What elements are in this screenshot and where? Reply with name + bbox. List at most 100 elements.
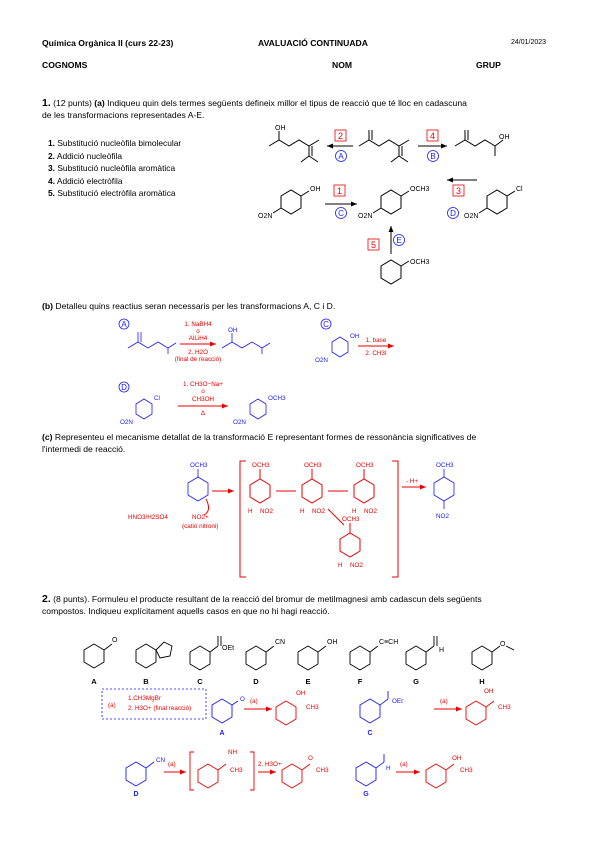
ch3-label: CH3 [230,767,243,774]
step-label: (a) [168,761,176,768]
nitronium-label: NO2+ [192,514,209,521]
compound-label: A [91,677,97,686]
alkyne-label: C≡CH [379,639,398,646]
reaction-label-B: B [430,152,435,161]
h-label: H [338,562,343,569]
q1-part-b: (b) Detalleu quins reactius seran necess… [42,301,336,311]
mechanism-scheme: OCH3 OCH3 NO2 HNO3/H2SO4 NO2+ (catió nit… [128,460,455,578]
reagent-text: AlLiH4 [189,335,208,342]
no2-label: O2N [258,213,272,220]
och3-label: OCH3 [410,259,430,266]
reagent-text: CH3OH [192,396,214,403]
ch3-label: CH3 [316,767,329,774]
answer-box-E: 5 [371,240,376,250]
answer-label-G: G [363,791,369,798]
oh-label: OH [228,327,238,334]
no2-label: NO2 [436,513,449,520]
surname-label: COGNOMS [42,60,88,70]
compound-label: H [479,677,484,686]
reaction-label-C: C [338,209,344,218]
minus-h-label: - H+ [406,478,418,485]
list-item: 5. Substitució electròfila aromàtica [48,188,176,198]
oh-label: OH [452,755,462,762]
q2-intro: 2. (8 punts). Formuleu el producte resul… [42,593,482,616]
oh-label: OH [350,333,360,340]
och3-label: OCH3 [342,516,360,523]
answer-box-B: 4 [430,131,435,141]
no2-label: O2N [464,213,478,220]
no2-label: O2N [315,357,328,364]
compound-label: B [143,677,149,686]
cl-label: Cl [516,186,523,193]
answer-box-A: 2 [338,131,343,141]
reagent-text: 2. CH3I [365,350,387,357]
reagent-text: o [201,388,205,395]
reagent-text: 1. NaBH4 [184,321,212,328]
oh-label: OH [310,186,321,193]
q1-part-c: (c) Representeu el mecanisme detallat de… [42,432,477,454]
cl-label: Cl [154,395,160,402]
oh-label: OH [499,134,510,141]
label-C: C [323,320,329,329]
oet-label: OEt [222,645,234,652]
reagent-text: o [196,328,200,335]
compound-label: D [253,677,259,686]
list-item: 4. Addició electròfila [48,175,123,186]
nitronium-name: (catió nitroni) [182,523,218,530]
course-title: Química Orgànica II (curs 22-23) [42,38,174,48]
name-label: NOM [332,60,353,70]
reaction-scheme: OH OH OH O2N OCH3 O2N Cl O2N OCH3 2 4 1 … [258,125,523,285]
answer-box-C: 1 [337,186,342,196]
q2-answers-row2: (a) NH CH3 2. H3O+ O CH3 (a) OH CH3 CN H… [125,749,473,798]
list-item: 1. Substitució nucleòfila bimolecular [48,138,182,148]
legend-label: (a) [108,702,116,709]
o-label: O [500,641,506,648]
list-item: 3. Substitució nucleòfila aromàtica [48,163,176,173]
och3-label: OCH3 [252,462,270,469]
reagent-text: 2. H2O [188,349,208,356]
h-label: H [352,508,357,515]
compound-label: G [413,677,419,686]
o-label: O [112,637,118,644]
acid-reagent: HNO3/H2SO4 [128,514,168,521]
list-item: 2. Addició nucleòfila [48,150,123,161]
legend-step-2: 2. H3O+ (final reacció) [128,705,191,712]
h-label: H [300,508,305,515]
step-label: (a) [400,761,408,768]
reagent-text: 1. base [366,337,387,344]
compound-label: C [197,677,203,686]
part-b-answers: A C D 1. NaBH4 o AlLiH4 2. H2O (final de… [118,318,394,426]
compound-label: F [358,677,363,686]
ch3-label: CH3 [306,704,319,711]
och3-label: OCH3 [356,462,374,469]
no2-label: O2N [120,419,133,426]
q1-intro: 1. (12 punts) (a) Indiqueu quin dels ter… [42,97,467,120]
compound-label: E [305,677,310,686]
o-label: O [240,696,245,703]
answer-box-D: 3 [456,186,461,196]
reagent-text: (final de reacció) [175,356,222,363]
och3-label: OCH3 [268,395,286,402]
no2-label: NO2 [364,508,377,515]
legend-step-1: 1.CH3MgBr [128,695,161,702]
o-label: O [308,755,313,762]
label-A: A [121,320,127,329]
h-label: H [439,647,444,654]
answer-label-A: A [219,730,224,737]
och3-label: OCH3 [190,462,208,469]
och3-label: OCH3 [304,462,322,469]
h-label: H [386,765,391,772]
ch3-label: CH3 [498,704,511,711]
oh-label: OH [484,688,494,695]
cn-label: CN [275,639,285,646]
q2-compounds: O OEt CN OH C≡CH H O A B C D E F G H [83,636,515,686]
group-label: GRUP [476,60,501,70]
oet-label: OEt [392,698,403,705]
cn-label: CN [156,757,166,764]
no2-label: NO2 [260,508,273,515]
reaction-label-D: D [450,209,456,218]
nh-label: NH [228,749,238,756]
answer-label-C: C [367,730,372,737]
och3-label: OCH3 [410,186,430,193]
q2-answers-row1: (a) 1.CH3MgBr 2. H3O+ (final reacció) (a… [101,688,511,737]
